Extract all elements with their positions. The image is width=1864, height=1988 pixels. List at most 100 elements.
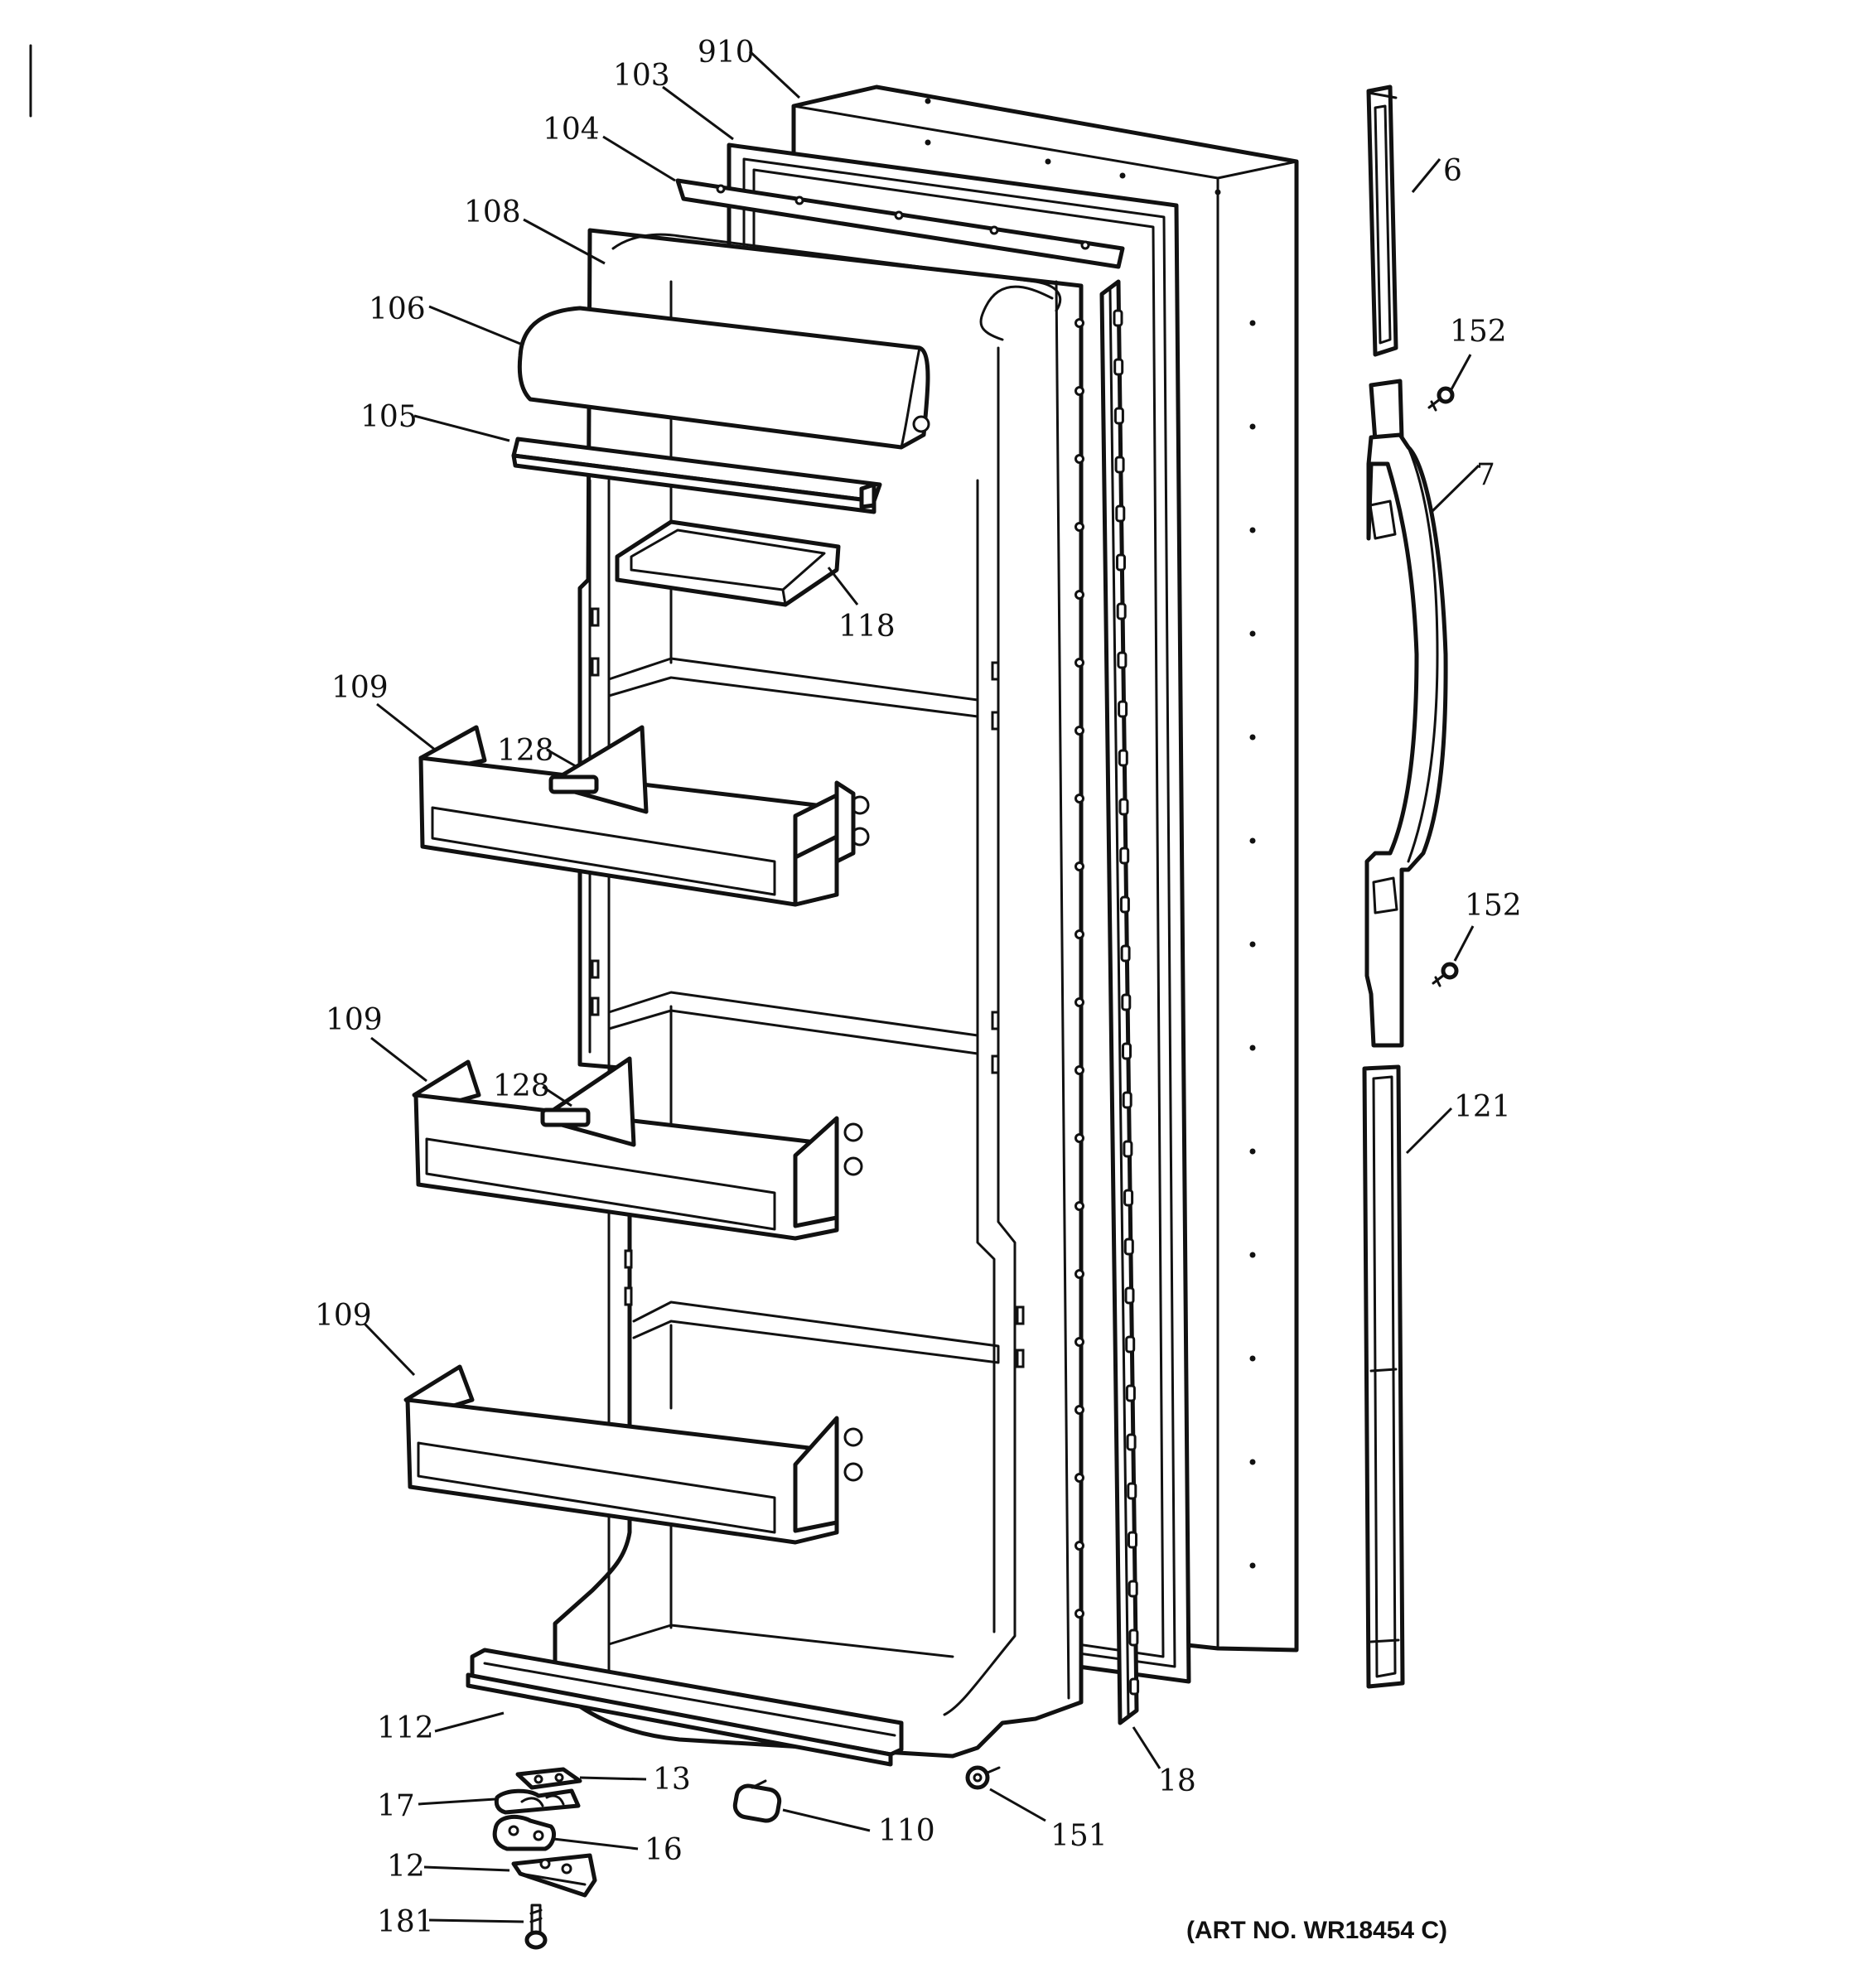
handle-lower-trim	[1362, 1064, 1405, 1689]
liner-rivet	[1074, 861, 1084, 871]
bin-divider-middle	[540, 1056, 636, 1147]
door-bin-upper	[418, 725, 870, 907]
top-door-trim	[675, 178, 1125, 269]
callout-103: 103	[613, 59, 670, 93]
hinge-strip-slot	[1121, 993, 1132, 1011]
hinge-strip-slot	[1127, 1482, 1137, 1500]
liner-rivet	[1074, 1269, 1084, 1279]
liner-rivet	[1074, 318, 1084, 328]
hinge-strip-slot	[1128, 1580, 1138, 1598]
liner-mount-slot	[591, 959, 600, 979]
panel-screw-dot	[1249, 1562, 1256, 1569]
panel-screw-dot	[1249, 320, 1256, 326]
panel-screw-dot	[1249, 837, 1256, 844]
hinge-strip-slot	[1118, 700, 1128, 718]
hinge-strip-slot	[1118, 749, 1128, 767]
callout-105: 105	[360, 400, 418, 434]
callout-110: 110	[878, 1814, 935, 1848]
hinge-strip-slot	[1125, 1335, 1136, 1353]
hinge-strip-slot	[1120, 944, 1131, 963]
hinge-strip-slot	[1124, 1286, 1135, 1305]
hinge-strip-slot	[1113, 309, 1123, 327]
callout-152-upper: 152	[1450, 315, 1507, 349]
panel-screw-dot	[1249, 1252, 1256, 1258]
liner-rivet	[1074, 997, 1084, 1007]
leader-lines	[363, 50, 1480, 1923]
dairy-door-trim	[511, 437, 882, 514]
hinge-strip-slot	[1118, 798, 1129, 816]
hinge-strip-slot	[1119, 895, 1130, 914]
liner-mount-slot	[624, 1286, 633, 1306]
callout-18: 18	[1158, 1764, 1196, 1798]
liner-rivet	[1074, 386, 1084, 396]
callout-17: 17	[377, 1789, 415, 1823]
liner-rivet	[1074, 1201, 1084, 1211]
callout-108: 108	[464, 195, 521, 229]
hinge-side-strip	[1099, 279, 1140, 1725]
callout-106: 106	[369, 292, 426, 326]
panel-screw-dot	[1214, 189, 1221, 195]
hinge-strip-slot	[1113, 358, 1124, 376]
hinge-strip-slot	[1115, 504, 1126, 523]
hinge-strip-slot	[1113, 407, 1124, 425]
hinge-strip-slot	[1126, 1433, 1137, 1451]
liner-mount-slot	[591, 996, 600, 1016]
hinge-strip-slot	[1125, 1384, 1136, 1402]
liner-rivet	[1074, 522, 1084, 532]
callout-910: 910	[698, 36, 755, 70]
bottom-door-trim	[466, 1648, 904, 1767]
callout-7: 7	[1476, 458, 1495, 492]
panel-screw-dot	[1249, 1148, 1256, 1155]
callout-151: 151	[1050, 1819, 1108, 1853]
hinge-strip-slot	[1122, 1042, 1132, 1060]
hinge-screw	[524, 1904, 548, 1950]
liner-mount-slot	[591, 657, 600, 677]
callout-12: 12	[387, 1850, 425, 1884]
liner-rivet	[1074, 590, 1084, 600]
panel-screw-dot	[1119, 172, 1126, 179]
hinge-strip-slot	[1116, 553, 1126, 572]
hinge-cam	[492, 1814, 556, 1851]
liner-mount-slot	[591, 607, 600, 627]
callout-104: 104	[543, 113, 600, 147]
door-bin-lower	[403, 1364, 863, 1545]
door-stop	[732, 1779, 782, 1823]
liner-rivet	[1074, 1609, 1084, 1619]
callout-6: 6	[1443, 154, 1462, 188]
panel-screw-dot	[1249, 734, 1256, 741]
callout-121: 121	[1454, 1090, 1511, 1124]
hinge-strip-slot	[1129, 1677, 1140, 1696]
handle-top-cap	[1366, 84, 1398, 357]
liner-mount-slot	[991, 711, 1000, 731]
liner-rivet	[1074, 454, 1084, 464]
callout-128-upper: 128	[497, 734, 554, 768]
panel-screw-dot	[1045, 158, 1051, 165]
liner-mount-slot	[991, 1011, 1000, 1030]
callout-109-upper: 109	[331, 671, 389, 705]
bin-divider-upper	[548, 725, 649, 814]
panel-screw-dot	[1249, 1459, 1256, 1465]
door-bin-middle	[412, 1059, 863, 1241]
dairy-compartment-door	[517, 306, 930, 450]
hinge-strip-slot	[1123, 1189, 1134, 1207]
liner-rivet	[1074, 929, 1084, 939]
liner-rivet	[1074, 794, 1084, 803]
liner-mount-slot	[991, 1054, 1000, 1074]
liner-rivet	[1074, 1337, 1084, 1347]
panel-screw-dot	[925, 139, 931, 146]
handle-screw-lower	[1432, 962, 1459, 987]
liner-rivet	[1074, 1541, 1084, 1551]
panel-screw-dot	[1249, 941, 1256, 948]
hinge-strip-slot	[1128, 1531, 1137, 1549]
art-number: (ART NO. WR18454 C)	[1186, 1917, 1447, 1944]
panel-screw-dot	[1249, 1355, 1256, 1362]
egg-tray	[615, 519, 841, 607]
hinge-strip-slot	[1114, 456, 1125, 474]
hinge-spring	[494, 1788, 581, 1815]
callout-118: 118	[838, 610, 896, 644]
liner-rivet	[1074, 658, 1084, 668]
callout-181: 181	[377, 1905, 434, 1939]
panel-screw-dot	[1249, 630, 1256, 637]
panel-screw-dot	[1249, 423, 1256, 430]
